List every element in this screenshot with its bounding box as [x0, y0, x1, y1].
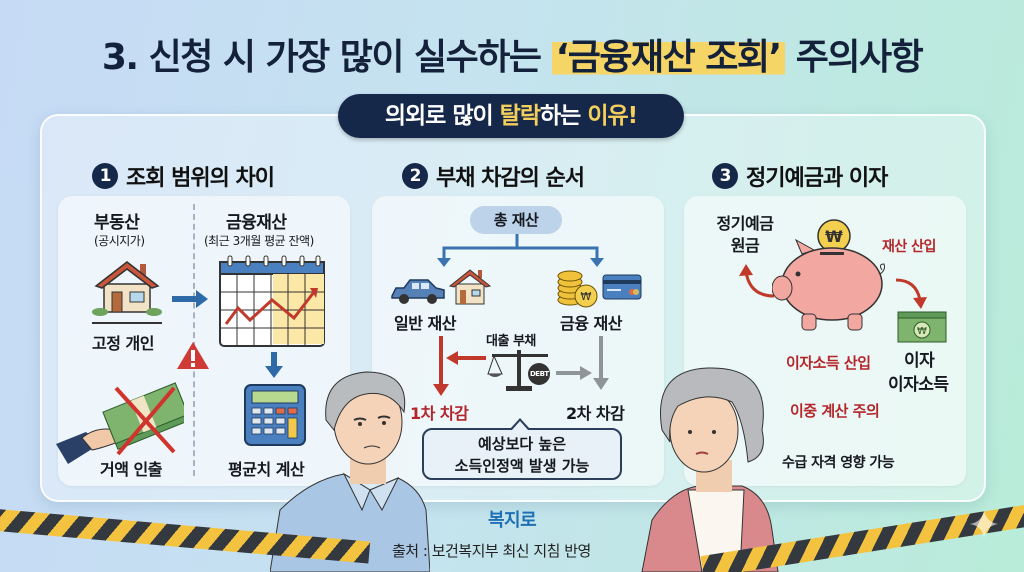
fixed-caption: 고정 개인 [92, 334, 154, 353]
brand-logo: 복지로 [488, 510, 537, 531]
curved-arrow-up-icon [739, 264, 775, 298]
financial-assets-label: 금융 재산 [560, 314, 622, 333]
interest-label: 이자 [904, 351, 935, 371]
number-badge: 3 [712, 163, 738, 189]
asset-inclusion-label: 재산 산입 [882, 239, 936, 255]
bubble-line: 소득인정액 발생 가능 [454, 457, 590, 475]
section-title: 조회 범위의 차이 [126, 166, 275, 191]
title-suffix: 주의사항 [784, 37, 924, 78]
bubble-line: 예상보다 높은 [477, 435, 567, 453]
principal-label: 정기예금 [716, 214, 774, 233]
calculator-icon [244, 384, 306, 446]
gray-arrow-right-icon [556, 366, 592, 380]
sparkle-icon [970, 510, 998, 538]
debt-tag: DEBT [530, 370, 549, 378]
cash-crossed-icon [56, 382, 184, 464]
eligibility-note: 수급 자격 영향 가능 [782, 455, 895, 471]
subtitle-emphasis: 탈락 [499, 103, 541, 129]
house-icon [448, 269, 492, 305]
section-title: 정기예금과 이자 [746, 166, 888, 191]
piggy-bank-icon: ₩ [772, 219, 885, 331]
section-1-heading: 1 조회 범위의 차이 [92, 160, 275, 192]
section-3-heading: 3 정기예금과 이자 [712, 160, 888, 192]
subtitle-part: 의외로 많이 [384, 103, 500, 129]
red-arrow-down-icon [433, 336, 449, 396]
page-title: 3. 신청 시 가장 많이 실수하는 ‘금융재산 조회’ 주의사항 [0, 28, 1024, 80]
double-count-warning: 이중 계산 주의 [790, 402, 880, 420]
warning-speech-bubble: 예상보다 높은 소득인정액 발생 가능 [422, 418, 622, 480]
warning-icon [177, 342, 209, 369]
title-highlight: ‘금융재산 조회’ [551, 37, 785, 78]
second-deduction-label: 2차 차감 [566, 404, 625, 423]
general-assets-label: 일반 재산 [394, 314, 456, 333]
won-coin-icon: ₩ [825, 227, 843, 246]
car-icon [391, 279, 445, 304]
principal-label: 원금 [730, 236, 760, 255]
first-deduction-label: 1차 차감 [410, 404, 469, 423]
subtitle-emphasis: 이유! [587, 103, 638, 129]
source-note: 출처 : 보건복지부 최신 지침 반영 [392, 542, 591, 560]
number-badge: 1 [92, 163, 118, 189]
gray-arrow-down-icon [593, 336, 609, 390]
income-inclusion-label: 이자소득 산입 [786, 354, 871, 372]
svg-text:₩: ₩ [581, 290, 592, 303]
scale-icon [487, 350, 550, 391]
house-icon [92, 261, 162, 316]
red-arrow-left-icon [446, 351, 486, 365]
title-prefix: 3. 신청 시 가장 많이 실수하는 [101, 37, 552, 78]
withdrawal-caption: 거액 인출 [100, 460, 162, 479]
coins-icon: ₩ [557, 270, 598, 308]
ground-line [92, 322, 162, 324]
subtitle-pill: 의외로 많이 탈락하는 이유! [338, 94, 684, 138]
subtitle-part: 하는 [540, 103, 588, 129]
arrow-down-icon [265, 352, 283, 378]
calendar-chart-icon [219, 255, 325, 347]
branch-arrow-icon [437, 234, 604, 267]
section-title: 부채 차감의 순서 [436, 166, 585, 191]
real-estate-sub: (공시지가) [94, 234, 145, 248]
total-assets-pill: 총 재산 [470, 206, 562, 234]
curved-arrow-down-icon [895, 278, 927, 309]
number-badge: 2 [402, 163, 428, 189]
svg-text:₩: ₩ [917, 326, 927, 337]
financial-asset-label: 금융재산 [226, 213, 287, 233]
credit-card-icon [602, 274, 642, 300]
arrow-right-icon [172, 290, 208, 308]
real-estate-label: 부동산 [94, 213, 140, 233]
financial-asset-sub: (최근 3개월 평균 잔액) [204, 234, 314, 248]
divider [193, 204, 195, 476]
banknote-icon: ₩ [897, 311, 947, 343]
elderly-woman-illustration [641, 367, 779, 572]
average-caption: 평균치 계산 [228, 460, 305, 479]
section-2-heading: 2 부채 차감의 순서 [402, 160, 585, 192]
interest-income-label: 이자소득 [888, 375, 949, 395]
loan-debt-label: 대출 부채 [486, 334, 536, 349]
